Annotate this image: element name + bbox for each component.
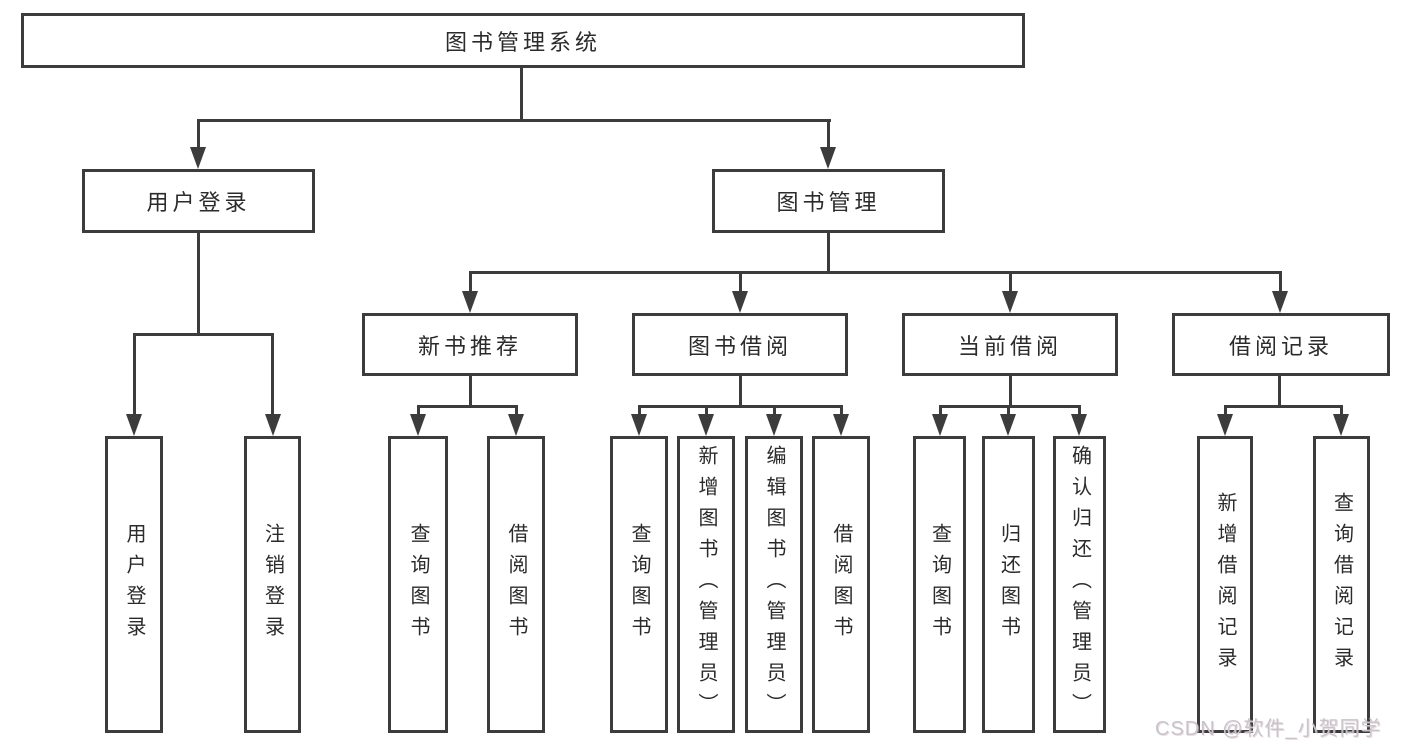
leaf-label: 归还图书 bbox=[997, 522, 1020, 647]
node-label: 图书管理系统 bbox=[444, 29, 601, 55]
connector-line bbox=[1223, 405, 1227, 414]
connector-line bbox=[468, 271, 1282, 274]
leaf-label: 新增借阅记录 bbox=[1214, 491, 1236, 678]
leaf-label: 借阅图书 bbox=[505, 522, 527, 647]
leaf-label: 查询图书 bbox=[407, 522, 429, 647]
leaf-query-borrow-record: 查询借阅记录 bbox=[1313, 436, 1370, 733]
leaf-add-books-admin: 新增图书（管理员） bbox=[677, 436, 735, 733]
leaf-label: 确认归还（管理员） bbox=[1068, 445, 1091, 724]
leaf-label: 借阅图书 bbox=[830, 522, 852, 647]
connector-line bbox=[1223, 405, 1342, 408]
arrowhead bbox=[820, 147, 836, 169]
connector-line bbox=[271, 333, 274, 414]
node-root: 图书管理系统 bbox=[21, 13, 1025, 68]
connector-line bbox=[938, 405, 942, 414]
connector-line bbox=[772, 405, 776, 414]
arrowhead bbox=[462, 291, 478, 313]
connector-line bbox=[196, 119, 831, 122]
connector-line bbox=[132, 333, 274, 336]
node-label: 图书管理 bbox=[776, 190, 881, 215]
arrowhead bbox=[698, 414, 714, 436]
connector-line bbox=[132, 333, 136, 414]
node-borrowing-records: 借阅记录 bbox=[1172, 313, 1390, 376]
connector-line bbox=[839, 405, 843, 414]
connector-line bbox=[826, 119, 830, 149]
node-label: 新书推荐 bbox=[417, 333, 522, 359]
leaf-label: 查询图书 bbox=[928, 522, 951, 647]
connector-line bbox=[637, 405, 841, 408]
connector-line bbox=[196, 233, 200, 335]
node-new-book-recommendation: 新书推荐 bbox=[362, 313, 578, 376]
arrowhead bbox=[631, 414, 647, 436]
arrowhead bbox=[126, 414, 142, 436]
node-label: 图书借阅 bbox=[687, 333, 792, 359]
arrowhead bbox=[508, 414, 524, 436]
arrowhead bbox=[190, 147, 206, 169]
arrowhead bbox=[1071, 414, 1087, 436]
leaf-edit-books-admin: 编辑图书（管理员） bbox=[745, 436, 803, 733]
leaf-label: 查询借阅记录 bbox=[1330, 491, 1353, 678]
arrowhead bbox=[932, 414, 948, 436]
connector-line bbox=[514, 405, 518, 414]
node-label: 借阅记录 bbox=[1228, 333, 1333, 359]
arrowhead bbox=[1217, 414, 1233, 436]
leaf-add-borrow-record: 新增借阅记录 bbox=[1197, 436, 1253, 733]
arrowhead bbox=[833, 414, 849, 436]
leaf-query-books-borrow: 查询图书 bbox=[610, 436, 668, 733]
arrowhead bbox=[410, 414, 426, 436]
leaf-return-books: 归还图书 bbox=[982, 436, 1035, 733]
leaf-label: 编辑图书（管理员） bbox=[763, 445, 785, 724]
arrowhead bbox=[732, 291, 748, 313]
node-label: 当前借阅 bbox=[957, 333, 1062, 359]
connector-line bbox=[519, 68, 523, 121]
arrowhead bbox=[1002, 291, 1018, 313]
connector-line bbox=[637, 405, 641, 414]
connector-line bbox=[704, 405, 708, 414]
leaf-label: 用户登录 bbox=[123, 522, 145, 647]
connector-line bbox=[1006, 405, 1010, 414]
leaf-label: 新增图书（管理员） bbox=[695, 445, 717, 724]
connector-line bbox=[416, 405, 518, 408]
arrowhead bbox=[1000, 414, 1016, 436]
leaf-user-login: 用户登录 bbox=[105, 436, 163, 733]
leaf-label: 注销登录 bbox=[261, 522, 284, 647]
arrowhead bbox=[1333, 414, 1349, 436]
connector-line bbox=[738, 271, 742, 291]
connector-line bbox=[1008, 376, 1012, 407]
leaf-borrow-books: 借阅图书 bbox=[812, 436, 870, 733]
leaf-borrow-books-recommend: 借阅图书 bbox=[487, 436, 545, 733]
arrowhead bbox=[766, 414, 782, 436]
connector-line bbox=[196, 119, 200, 149]
connector-line bbox=[416, 405, 420, 414]
arrowhead bbox=[1272, 291, 1288, 313]
csdn-watermark: CSDN @软件_小贺同学 bbox=[1155, 718, 1382, 740]
node-user-login: 用户登录 bbox=[82, 169, 315, 233]
node-book-management: 图书管理 bbox=[712, 169, 945, 233]
leaf-confirm-return-admin: 确认归还（管理员） bbox=[1053, 436, 1106, 733]
arrowhead bbox=[264, 414, 281, 436]
leaf-query-books-recommend: 查询图书 bbox=[388, 436, 448, 733]
node-label: 用户登录 bbox=[146, 190, 251, 215]
leaf-logout: 注销登录 bbox=[244, 436, 301, 733]
node-current-borrowing: 当前借阅 bbox=[902, 313, 1118, 376]
leaf-query-books-current: 查询图书 bbox=[913, 436, 966, 733]
connector-line bbox=[1278, 271, 1282, 291]
connector-line bbox=[1077, 405, 1081, 414]
connector-line bbox=[468, 271, 472, 291]
connector-line bbox=[1008, 271, 1012, 291]
connector-line bbox=[826, 233, 830, 273]
connector-line bbox=[1278, 376, 1281, 407]
node-book-borrowing: 图书借阅 bbox=[632, 313, 848, 376]
connector-line bbox=[468, 376, 472, 407]
leaf-label: 查询图书 bbox=[628, 522, 650, 647]
connector-line bbox=[1339, 405, 1343, 414]
connector-line bbox=[738, 376, 742, 407]
